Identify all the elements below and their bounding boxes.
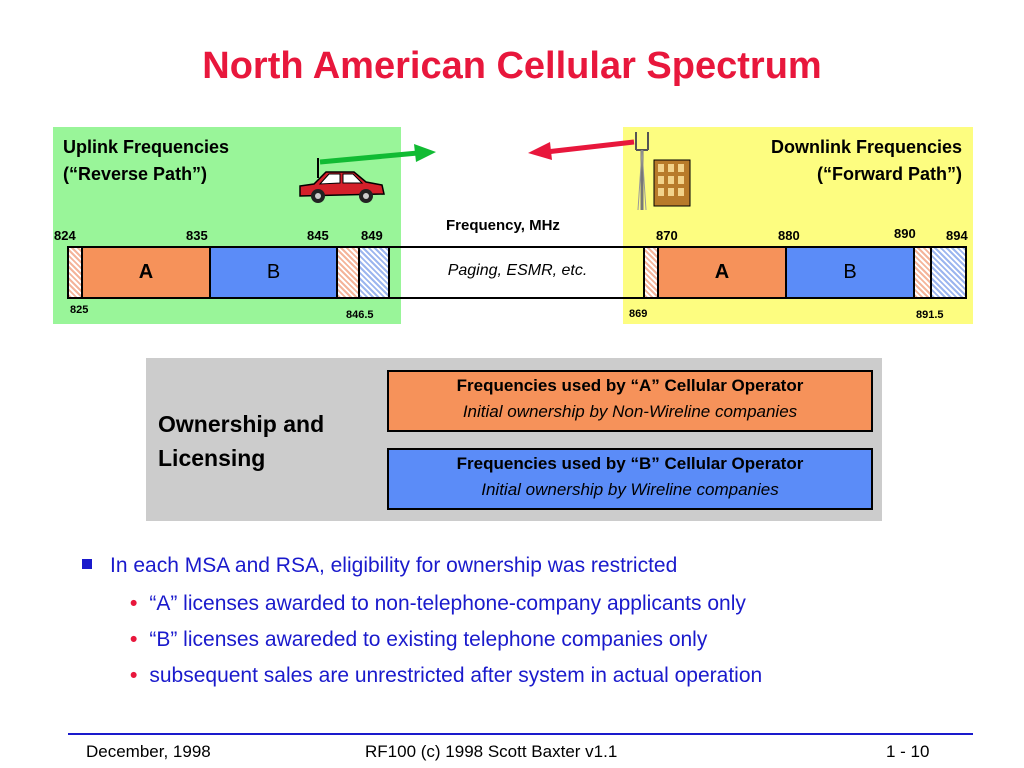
sub-bullet-text: “B” licenses awareded to existing teleph… [149, 628, 708, 651]
downlink-band-a: A [659, 248, 787, 297]
uplink-b-extension [360, 248, 388, 297]
sub-bullet: • “B” licenses awareded to existing telep… [130, 626, 707, 654]
ownership-label: Ownership and Licensing [158, 407, 324, 475]
uplink-tick-849: 849 [361, 228, 383, 243]
uplink-tick-846-5: 846.5 [346, 309, 374, 321]
uplink-arrow [319, 144, 436, 165]
dot-bullet-icon: • [130, 592, 138, 615]
uplink-heading-line1: Uplink Frequencies [63, 137, 230, 157]
dot-bullet-icon: • [130, 664, 138, 687]
uplink-band-b: B [211, 248, 338, 297]
sub-bullet-text: “A” licenses awarded to non-telephone-co… [149, 592, 746, 615]
uplink-heading-line2: (“Reverse Path”) [63, 164, 208, 184]
square-bullet-icon [82, 559, 92, 570]
downlink-heading: Downlink Frequencies (“Forward Path”) [771, 134, 962, 188]
uplink-tick-845: 845 [307, 228, 329, 243]
uplink-tick-835: 835 [186, 228, 208, 243]
downlink-tick-869: 869 [629, 308, 648, 320]
page-title: North American Cellular Spectrum [202, 45, 822, 87]
downlink-arrow [528, 139, 635, 160]
downlink-a-extension [915, 248, 932, 297]
uplink-heading: Uplink Frequencies (“Reverse Path”) [63, 134, 229, 188]
operator-a-desc: Initial ownership by Non-Wireline compan… [462, 402, 798, 421]
downlink-tick-880: 880 [778, 228, 800, 243]
operator-b-title: Frequencies used by “B” Cellular Operato… [456, 454, 804, 473]
downlink-b-extension [932, 248, 965, 297]
uplink-band: A B [67, 246, 390, 299]
footer-date: December, 1998 [86, 742, 211, 761]
operator-a-title: Frequencies used by “A” Cellular Operato… [456, 376, 804, 395]
footer-divider [68, 733, 973, 735]
sub-bullet-text: subsequent sales are unrestricted after … [149, 664, 763, 687]
downlink-guard-band [645, 248, 659, 297]
dot-bullet-icon: • [130, 628, 138, 651]
frequency-axis-label: Frequency, MHz [446, 217, 560, 234]
footer-page-number: 1 - 10 [886, 742, 930, 761]
downlink-tick-870: 870 [656, 228, 678, 243]
gap-band [390, 246, 645, 299]
uplink-band-a: A [83, 248, 211, 297]
downlink-heading-line1: Downlink Frequencies [770, 137, 962, 157]
bullet-main: In each MSA and RSA, eligibility for own… [82, 552, 677, 580]
footer-credit: RF100 (c) 1998 Scott Baxter v1.1 [365, 742, 618, 761]
car-icon [299, 158, 385, 203]
sub-bullet: • “A” licenses awarded to non-telephone-c… [130, 590, 746, 618]
downlink-tick-891-5: 891.5 [916, 309, 944, 321]
downlink-heading-line2: (“Forward Path”) [816, 164, 962, 184]
gap-band-label: Paging, ESMR, etc. [447, 262, 588, 279]
downlink-tick-890: 890 [894, 226, 916, 241]
uplink-tick-824: 824 [54, 228, 76, 243]
downlink-band: A B [643, 246, 967, 299]
downlink-band-b: B [787, 248, 915, 297]
uplink-guard-band [69, 248, 83, 297]
operator-b-box: Frequencies used by “B” Cellular Operato… [387, 448, 873, 510]
operator-b-desc: Initial ownership by Wireline companies [481, 480, 779, 499]
uplink-tick-825: 825 [70, 304, 89, 316]
ownership-label-line1: Ownership and [158, 411, 325, 437]
downlink-tick-894: 894 [946, 228, 968, 243]
cell-tower-icon [635, 132, 691, 211]
bullet-main-text: In each MSA and RSA, eligibility for own… [110, 554, 678, 577]
operator-a-box: Frequencies used by “A” Cellular Operato… [387, 370, 873, 432]
uplink-a-extension [338, 248, 360, 297]
ownership-label-line2: Licensing [158, 445, 266, 471]
sub-bullet: • subsequent sales are unrestricted after… [130, 662, 762, 690]
